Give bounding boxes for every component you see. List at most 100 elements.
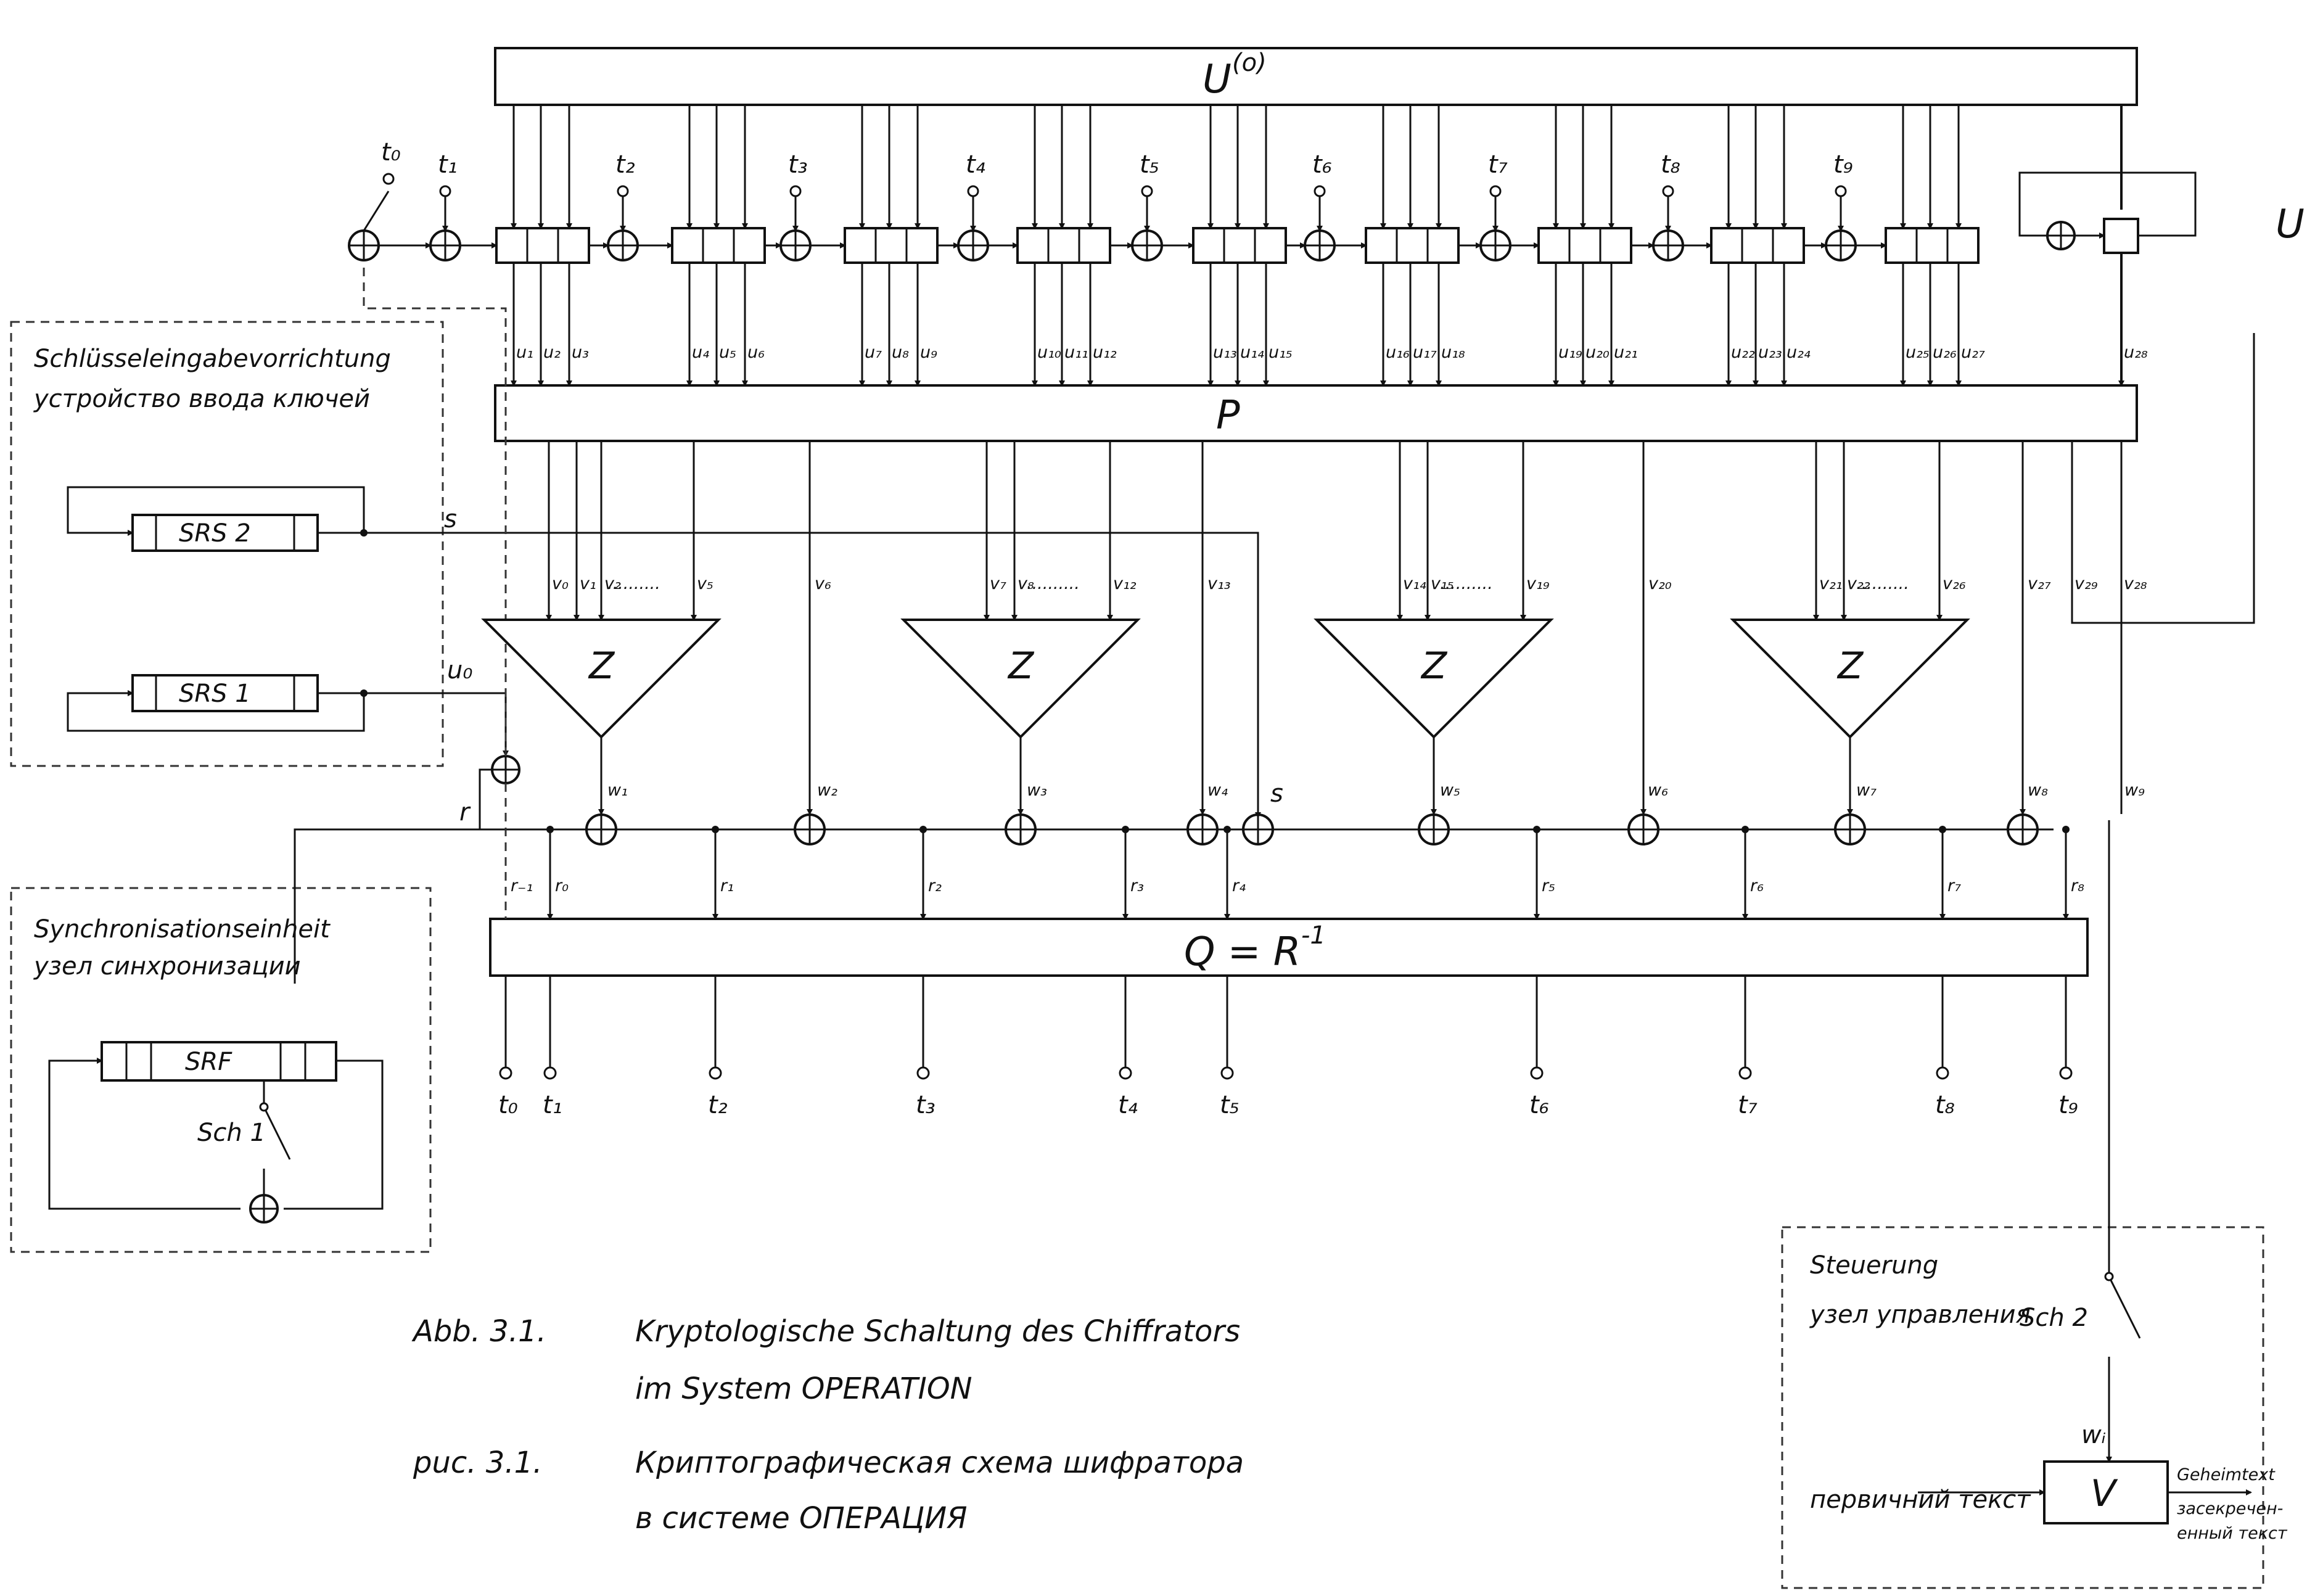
u-label-10: u₁₀: [1037, 343, 1061, 362]
u-label-4: u₄: [692, 343, 709, 362]
u-label-2: u₂: [543, 343, 561, 362]
w-label-5: w₅: [1440, 781, 1460, 800]
sch1-switch-label: Sch 1: [197, 1119, 266, 1147]
w-label-9: w₉: [2124, 781, 2145, 800]
output-label-7: t₇: [1738, 1091, 1758, 1119]
u-label-11: u₁₁: [1064, 343, 1088, 362]
tap-label-1: t₁: [438, 150, 458, 179]
register-stage-9: [1885, 227, 1980, 264]
register-stage-5: [1192, 227, 1287, 264]
u-label-12: u₁₂: [1093, 343, 1117, 362]
r-label-7: r₆: [1750, 876, 1764, 895]
u-label-14: u₁₄: [1240, 343, 1264, 362]
p-bus: [494, 384, 2138, 442]
output-label-5: t₅: [1220, 1091, 1240, 1119]
v-label: v₁₂: [1113, 574, 1137, 593]
v-block: [2043, 1460, 2169, 1524]
u-label-21: u₂₁: [1614, 343, 1638, 362]
sync-unit-frame: [10, 887, 432, 1253]
srs1-register: [131, 674, 319, 712]
u0-bus: [494, 47, 2138, 106]
r-label-4: r₃: [1130, 876, 1144, 895]
z-block-label: Z: [1007, 644, 1035, 688]
v-dots: ..........: [1856, 574, 1909, 593]
output-label-0: t₀: [498, 1091, 518, 1119]
sch2-switch-label: Sch 2: [2020, 1304, 2088, 1332]
key-unit-title-ru: устройство ввода ключей: [33, 385, 370, 413]
v-single-label-2: v₂₀: [1648, 574, 1672, 593]
sync-unit-title-ru: узел синхронизации: [33, 952, 301, 981]
caption-ru-number: рuc. 3.1.: [413, 1446, 542, 1480]
register-stage-2: [671, 227, 766, 264]
control-unit-title-de: Steuerung: [1810, 1251, 1938, 1280]
u-label-26: u₂₆: [1933, 343, 1957, 362]
u-label-22: u₂₂: [1731, 343, 1755, 362]
r-label-2: r₁: [720, 876, 734, 895]
w-adder-7: [1834, 813, 1866, 845]
w-adder-8: [2007, 813, 2039, 845]
caption-de-line1: Kryptologische Schaltung des Chiffrators: [635, 1314, 1240, 1349]
caption-de-line2: im System OPERATION: [635, 1372, 972, 1406]
s-line-label: s: [444, 505, 457, 533]
s-adder: [1242, 813, 1274, 845]
tap-adder-8: [1652, 229, 1684, 261]
u0-in-label: u₀: [447, 656, 472, 685]
output-label-3: t₃: [916, 1091, 935, 1119]
caption-ru-line1: Криптографическая схема шифратора: [635, 1446, 1244, 1480]
ciphertext-label-de: Geheimtext: [2177, 1465, 2276, 1484]
w-adder-2: [794, 813, 826, 845]
ciphertext-label-ru-1: засекречен-: [2177, 1499, 2283, 1518]
v-label: v₁₄: [1403, 574, 1426, 593]
tap-label-5: t₅: [1140, 150, 1159, 179]
u-label-1: u₁: [516, 343, 533, 362]
p-bus-label: P: [1216, 393, 1240, 438]
q-bus-superscript: -1: [1301, 921, 1326, 950]
output-label-4: t₄: [1118, 1091, 1138, 1119]
wi-label: wᵢ: [2081, 1421, 2106, 1449]
v29-label: v₂₉: [2074, 574, 2098, 593]
output-label-9: t₉: [2058, 1091, 2078, 1119]
tap-adder-3: [779, 229, 812, 261]
r-label-8: r₇: [1947, 876, 1961, 895]
tap-label-2: t₂: [615, 150, 635, 179]
ciphertext-label-ru-2: енный текст: [2177, 1524, 2288, 1543]
w-label-2: w₂: [817, 781, 837, 800]
z-block-4: Z: [1730, 619, 1970, 815]
control-unit-title-ru: узел управления: [1809, 1301, 2031, 1329]
v-single-label-3: v₂₇: [2028, 574, 2051, 593]
sync-unit-title-de: Synchronisationseinheit: [34, 915, 331, 944]
v-dots: ..........: [1027, 574, 1080, 593]
u-label-20: u₂₀: [1585, 343, 1610, 362]
u-label-5: u₅: [719, 343, 736, 362]
r-label-3: r₂: [928, 876, 942, 895]
u-label-8: u₈: [892, 343, 909, 362]
v-dots: ..........: [1440, 574, 1493, 593]
r-label-5: r₄: [1232, 876, 1246, 895]
v-label: v₂: [604, 574, 621, 593]
key-unit-title-de: Schlüsseleingabevorrichtung: [34, 345, 391, 373]
w-label-8: w₈: [2028, 781, 2048, 800]
u28-register-cell: [2103, 218, 2139, 254]
v-label: v₅: [697, 574, 713, 593]
u-label-24: u₂₄: [1787, 343, 1811, 362]
tap-label-3: t₃: [788, 150, 808, 179]
w-label-6: w₆: [1648, 781, 1668, 800]
v-single-label-1: v₁₃: [1207, 574, 1231, 593]
z-block-2: Z: [900, 619, 1141, 815]
r-label-6: r₅: [1542, 876, 1555, 895]
u-label-23: u₂₃: [1758, 343, 1782, 362]
u-label-17: u₁₇: [1413, 343, 1437, 362]
register-stage-3: [844, 227, 939, 264]
r-label: r: [459, 798, 471, 826]
tap-label-4: t₄: [966, 150, 985, 179]
tap-adder-6: [1304, 229, 1336, 261]
q-bus: [489, 918, 2089, 977]
tap-label-8: t₈: [1661, 150, 1680, 179]
register-stage-4: [1016, 227, 1111, 264]
